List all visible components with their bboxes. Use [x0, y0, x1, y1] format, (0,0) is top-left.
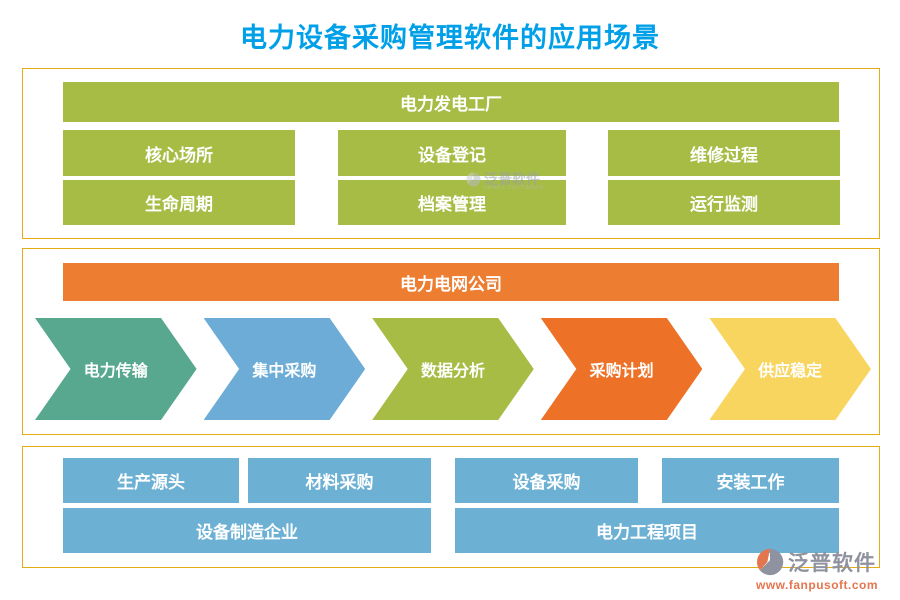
supply-chain-panel: 生产源头 材料采购 设备采购 安装工作 设备制造企业 电力工程项目 — [22, 446, 880, 568]
factory-box-archive-management: 档案管理 — [338, 180, 566, 225]
factory-header: 电力发电工厂 — [63, 82, 839, 122]
logo-name: 泛普软件 — [788, 551, 876, 575]
logo-url: www.fanpusoft.com — [756, 578, 879, 592]
supply-box-material-procurement: 材料采购 — [248, 458, 431, 503]
supply-box-installation-work: 安装工作 — [662, 458, 839, 503]
arrow-procurement-plan: 采购计划 — [540, 318, 703, 420]
supply-box-equipment-procurement: 设备采购 — [455, 458, 638, 503]
factory-box-equipment-registration: 设备登记 — [338, 130, 566, 176]
arrow-stable-supply: 供应稳定 — [709, 318, 871, 420]
supply-box-power-engineering-project: 电力工程项目 — [455, 508, 839, 553]
fanpu-logo: 泛普软件 www.fanpusoft.com — [756, 547, 896, 592]
grid-company-panel: 电力电网公司 电力传输 集中采购 数据分析 采购计划 供应稳定 — [22, 248, 880, 435]
process-arrow-row: 电力传输 集中采购 数据分析 采购计划 供应稳定 — [35, 318, 871, 420]
fanpu-logo-icon — [756, 548, 784, 576]
supply-box-production-source: 生产源头 — [63, 458, 239, 503]
factory-box-life-cycle: 生命周期 — [63, 180, 295, 225]
factory-box-operation-monitoring: 运行监测 — [608, 180, 840, 225]
arrow-data-analysis: 数据分析 — [372, 318, 534, 420]
grid-company-header: 电力电网公司 — [63, 263, 839, 301]
arrow-power-transmission: 电力传输 — [35, 318, 197, 420]
supply-box-equipment-manufacturer: 设备制造企业 — [63, 508, 431, 553]
page-title: 电力设备采购管理软件的应用场景 — [240, 23, 660, 53]
factory-box-maintenance-process: 维修过程 — [608, 130, 840, 176]
factory-box-core-place: 核心场所 — [63, 130, 295, 176]
factory-panel: 电力发电工厂 核心场所 设备登记 维修过程 生命周期 档案管理 运行监测 泛普软… — [22, 68, 880, 239]
arrow-centralized-procurement: 集中采购 — [203, 318, 366, 420]
